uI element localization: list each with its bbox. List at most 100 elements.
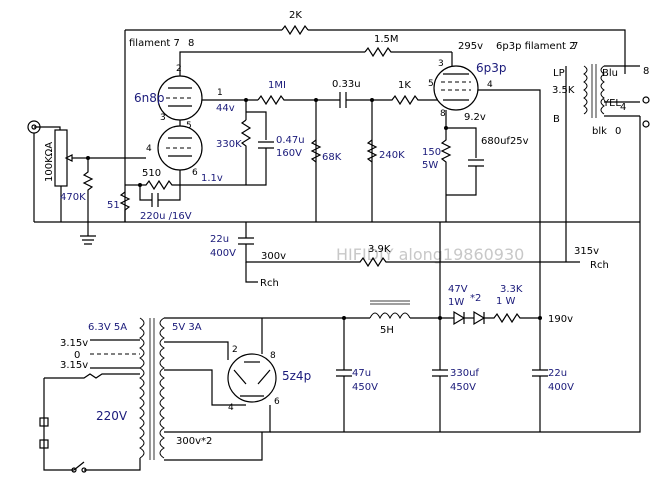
r330k-label: 330K (216, 139, 242, 150)
t315b-label: 3.15v (60, 360, 88, 371)
resistor-150 (440, 128, 452, 195)
ground-return-bottom (270, 222, 641, 433)
pin-3: 3 (160, 113, 166, 123)
hv-ct-ground (164, 432, 263, 461)
c047-top (246, 111, 267, 140)
t220-label: 220V (96, 409, 128, 423)
resistor-510 (140, 179, 180, 191)
resistor-240k (366, 139, 378, 163)
pin-q8: 8 (440, 109, 446, 119)
r33k-label: 3.3K (500, 284, 523, 295)
c047-label: 0.47u (276, 135, 305, 146)
tube-6n8p: 2 3 1 4 5 6 6n8p (134, 64, 223, 178)
resistor-1k (372, 94, 438, 106)
ground-symbol (80, 222, 96, 245)
choke-5h: 5H (369, 300, 411, 336)
c680-top (446, 127, 477, 158)
resistor-39k (316, 256, 540, 268)
zener-diodes: 47V 1W *2 (448, 284, 486, 326)
r5w-label: 5W (422, 160, 438, 171)
c220-wires (139, 185, 181, 201)
resistor-33k (484, 312, 540, 324)
r1w2-label: 1 W (496, 296, 516, 307)
c033-label: 0.33u (332, 79, 361, 90)
fb-res-label: 2K (289, 10, 302, 21)
fil2-label: 6p3p filament 2 (496, 41, 576, 52)
r15m-label: 1.5M (374, 34, 399, 45)
pin-q4: 4 (487, 80, 493, 90)
pot-arrow (64, 154, 73, 162)
ot-lp-label: LP (553, 68, 565, 79)
resistor-68k (310, 139, 322, 163)
v295-label: 295v (458, 41, 483, 52)
c680-bottom (446, 166, 477, 196)
rch1-label: Rch (260, 278, 279, 289)
pin-q5: 5 (428, 79, 434, 89)
v315-label: 315v (574, 246, 599, 257)
v190-label: 190v (548, 314, 573, 325)
out0-label: 0 (615, 126, 621, 137)
r68k-label: 68K (322, 152, 342, 163)
speaker-terminal-4[interactable] (642, 96, 650, 104)
tube-5z4p: 2 8 4 6 5z4p (227, 345, 311, 413)
v400b-label: 400V (548, 382, 574, 393)
t63-label: 6.3V 5A (88, 322, 127, 333)
mains-fuse-line (44, 373, 140, 379)
feedback-resistor-2k: 2K (125, 10, 626, 74)
hv-wire-b (164, 405, 271, 433)
watermark-text: HIFIDIY along19860930 (336, 245, 524, 264)
c680-label: 680uf25v (481, 136, 529, 147)
pin-r2: 2 (232, 345, 238, 355)
r39k-label: 3.9K (368, 244, 391, 255)
v450b-label: 450V (450, 382, 476, 393)
blk-label: blk (592, 126, 607, 137)
t315a-label: 3.15v (60, 338, 88, 349)
pin-6: 6 (192, 168, 198, 178)
c220-label: 220u /16V (140, 211, 192, 222)
speaker-terminal-0[interactable] (642, 120, 650, 128)
resistor-51 (119, 191, 131, 222)
power-transformer (139, 317, 165, 460)
pin-r6: 6 (274, 397, 280, 407)
v11-label: 1.1v (201, 173, 223, 184)
c047-bottom (200, 148, 267, 186)
blu-label: Blu (602, 68, 618, 79)
c22u-a-label: 22u (210, 234, 229, 245)
r51-label: 51 (107, 200, 120, 211)
r150-label: 150 (422, 147, 441, 158)
cap-330uf (432, 318, 448, 432)
t300-label: 300v*2 (176, 436, 212, 447)
r510-label: 510 (142, 168, 161, 179)
rch2-label: Rch (590, 260, 609, 271)
hv-wire-a (164, 369, 246, 406)
filament7-pin8: 8 (188, 38, 194, 49)
v160-label: 160V (276, 148, 302, 159)
pin-5: 5 (186, 121, 192, 131)
cap-22u-b (532, 318, 548, 432)
input-signal (34, 126, 61, 130)
tube-6p3p-label: 6p3p (476, 61, 507, 75)
resistor-1m: 1MI (257, 80, 316, 106)
heater-rect-b (164, 341, 229, 360)
cap-22u-a (238, 237, 254, 245)
v400a-label: 400V (210, 248, 236, 259)
cap-680uf (468, 159, 484, 167)
rch1-arrow-line (245, 262, 258, 283)
r47v-label: 47V (448, 284, 468, 295)
cap-033u (339, 92, 347, 108)
c22u-b-label: 22u (548, 368, 567, 379)
mains-loop (43, 378, 141, 471)
v44-label: 44v (216, 103, 235, 114)
tube-6n8p-label: 6n8p (134, 91, 165, 105)
t0-label: 0 (74, 350, 80, 361)
plate-out-line (478, 89, 541, 222)
out4-label: 4 (620, 102, 626, 113)
v450a-label: 450V (352, 382, 378, 393)
filament7-label: filament 7 (129, 38, 180, 49)
c47u-label: 47u (352, 368, 371, 379)
tube-5z4p-label: 5z4p (282, 369, 311, 383)
c330-label: 330uf (450, 368, 479, 379)
t5v-label: 5V 3A (172, 322, 202, 333)
resistor-330k (240, 119, 252, 185)
pin-r4: 4 (228, 403, 234, 413)
